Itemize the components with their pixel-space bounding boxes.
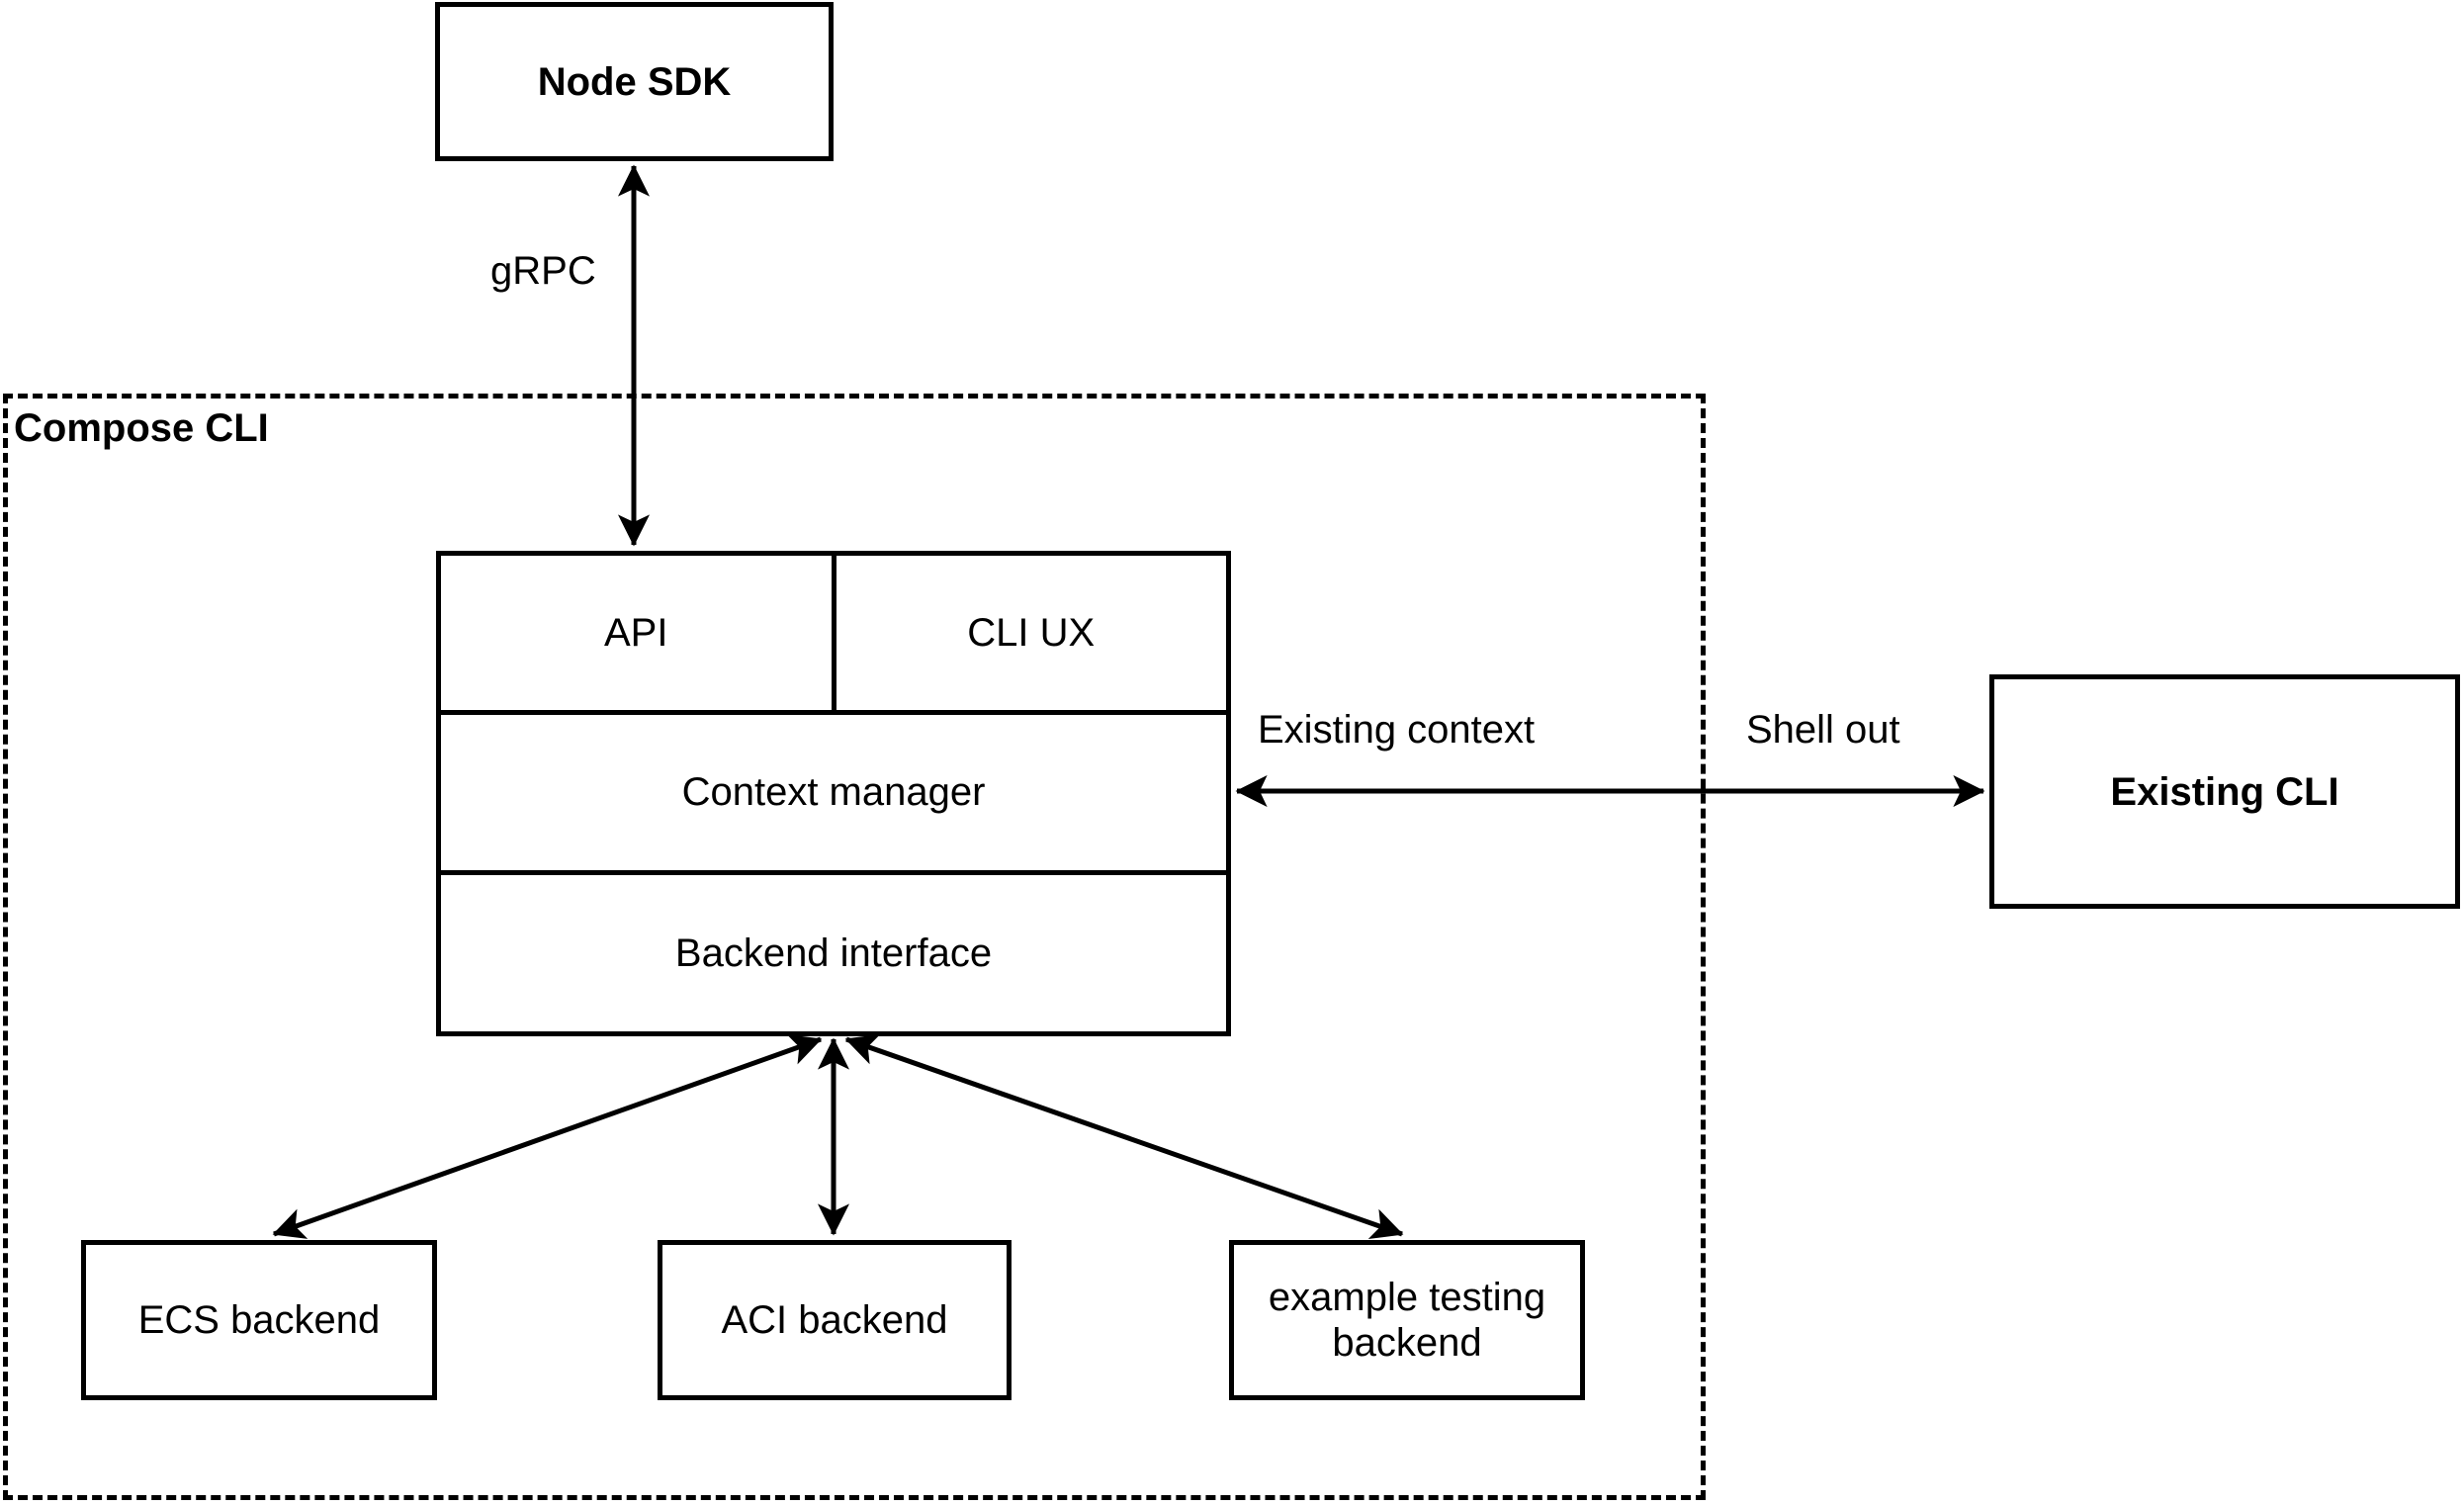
group-compose-cli — [3, 394, 1706, 1500]
stack-row-api-cliux: API CLI UX — [441, 556, 1227, 711]
node-node-sdk[interactable]: Node SDK — [435, 2, 834, 161]
edge-label-existing-context: Existing context — [1254, 708, 1540, 753]
component-compose-cli-core: API CLI UX Context manager Backend inter… — [436, 551, 1231, 1036]
node-ecs-backend[interactable]: ECS backend — [81, 1240, 437, 1400]
node-api-label: API — [604, 610, 668, 655]
node-example-testing-backend[interactable]: example testing backend — [1229, 1240, 1585, 1400]
node-aci-backend[interactable]: ACI backend — [658, 1240, 1012, 1400]
node-backend-interface[interactable]: Backend interface — [441, 870, 1226, 1031]
node-aci-backend-label: ACI backend — [721, 1298, 948, 1342]
node-context-manager-cell: Context manager — [441, 715, 1226, 870]
node-context-manager[interactable]: Context manager — [441, 710, 1226, 870]
node-example-testing-backend-label-line1: example testing — [1268, 1276, 1546, 1319]
connector-ecs — [272, 1034, 823, 1239]
connector-example-testing — [844, 1033, 1404, 1240]
edge-label-shell-out: Shell out — [1742, 708, 1904, 753]
node-backend-interface-label: Backend interface — [674, 931, 993, 975]
node-existing-cli[interactable]: Existing CLI — [1989, 674, 2460, 909]
node-context-manager-label: Context manager — [681, 770, 986, 815]
node-example-testing-backend-label-line2: backend — [1332, 1321, 1482, 1365]
node-backend-interface-cell: Backend interface — [441, 875, 1226, 1031]
node-api[interactable]: API — [441, 556, 832, 710]
edge-label-grpc: gRPC — [486, 249, 600, 294]
node-cli-ux-label: CLI UX — [967, 610, 1096, 655]
group-compose-cli-label: Compose CLI — [14, 406, 269, 450]
node-cli-ux[interactable]: CLI UX — [831, 556, 1227, 711]
node-existing-cli-label: Existing CLI — [2110, 769, 2339, 814]
node-ecs-backend-label: ECS backend — [137, 1298, 381, 1342]
node-node-sdk-label: Node SDK — [537, 59, 732, 104]
